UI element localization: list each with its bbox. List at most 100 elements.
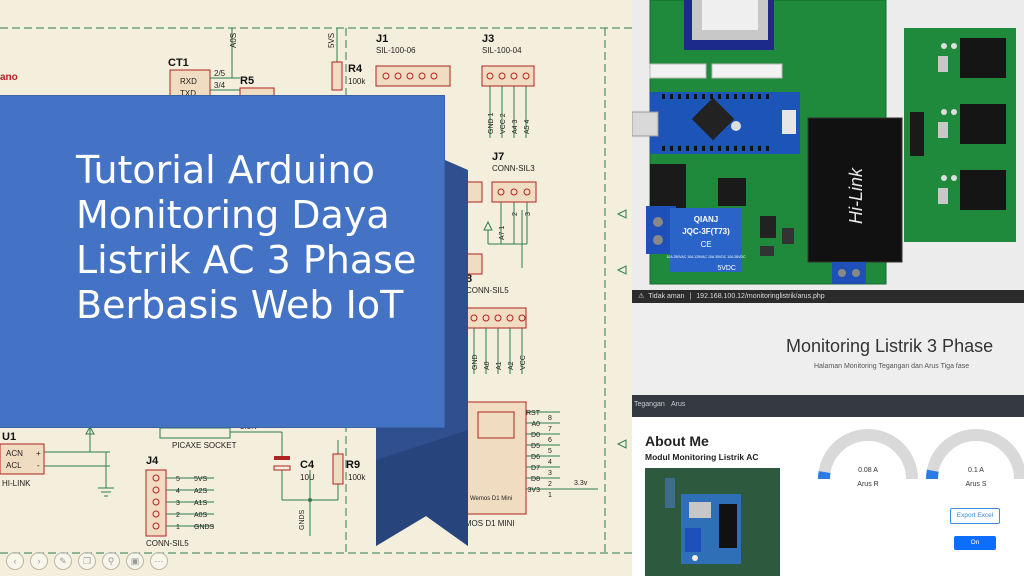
pcb-hilink-text: Hi-Link	[846, 167, 866, 224]
sch-wemos-num: 5	[548, 448, 552, 455]
sch-r5: R5	[240, 75, 254, 87]
sch-wemos-pin: 3V3	[528, 487, 541, 494]
sch-j8-pin: VCC	[520, 355, 527, 370]
forward-icon[interactable]: ›	[30, 552, 48, 570]
zoom-icon[interactable]: ⚲	[102, 552, 120, 570]
sch-j3-pin: GND 1	[488, 113, 495, 135]
address-separator: |	[689, 293, 692, 300]
pcb-relay-ce: CE	[700, 240, 711, 249]
module-photo	[645, 468, 780, 576]
sch-j8-pin: A0	[484, 361, 491, 370]
about-heading: About Me	[645, 433, 709, 449]
sch-c4: C4	[300, 459, 315, 471]
on-button[interactable]: On	[954, 536, 996, 550]
sch-j1: J1	[376, 33, 388, 45]
sch-j8: 8	[466, 273, 472, 285]
sch-j4-num: 5	[176, 476, 180, 483]
sch-wemos-pin: D5	[531, 443, 540, 450]
sch-j4: J4	[146, 455, 159, 467]
sch-j8-pin: GND	[472, 354, 479, 370]
sch-u1-minus: -	[37, 461, 40, 470]
back-icon[interactable]: ‹	[6, 552, 24, 570]
sch-j4-pin: A0S	[194, 512, 208, 519]
sch-wemos-pin: D7	[531, 465, 540, 472]
sch-j3: J3	[482, 33, 494, 45]
sch-wemos-pin: A0	[531, 421, 540, 428]
sch-wemos-pin: RST	[526, 410, 541, 417]
gauge-arus-s	[926, 429, 1024, 480]
sch-j4-name: CONN-SIL5	[146, 539, 189, 548]
page-title: Monitoring Listrik 3 Phase	[786, 336, 994, 356]
sch-j4-num: 3	[176, 500, 180, 507]
sch-wemos-pin: D0	[531, 432, 540, 439]
warning-icon: ⚠	[638, 293, 645, 300]
sch-r9-val: 100k	[348, 473, 366, 482]
sch-pins-25: 2/5	[214, 69, 226, 78]
gauge-arus-r-value: 0.08 A	[858, 467, 878, 474]
fit-icon[interactable]: ▣	[126, 552, 144, 570]
main-content: About Me Modul Monitoring Listrik AC 0.0…	[632, 417, 1024, 576]
sch-wemos-num: 6	[548, 437, 552, 444]
sch-j3-type: SIL-100-04	[482, 46, 522, 55]
nav-arus[interactable]: Arus	[671, 401, 686, 408]
pen-icon[interactable]: ✎	[54, 552, 72, 570]
sch-j8-pin: A2	[508, 361, 515, 370]
gauge-arus-r	[818, 429, 918, 480]
export-excel-button[interactable]: Export Excel	[950, 508, 1000, 524]
sch-wemos-chip: Wemos D1 Mini	[470, 496, 512, 502]
module-photo-drawing	[645, 468, 780, 576]
sch-j4-pin: GNDS	[194, 524, 215, 531]
sch-r4: R4	[348, 63, 363, 75]
sch-c4-val: 10U	[300, 473, 315, 482]
sch-wemos-pin: D6	[531, 454, 540, 461]
nav-tegangan[interactable]: Tegangan	[634, 401, 665, 408]
sch-r9: R9	[346, 459, 360, 471]
sch-j7-pin: 2	[512, 212, 519, 216]
sch-j4-num: 1	[176, 524, 180, 531]
address-bar[interactable]: ⚠ Tidak aman | 192.168.100.12/monitoring…	[632, 290, 1024, 303]
sch-j7-pin: 3	[525, 212, 532, 216]
security-label: Tidak aman	[648, 293, 685, 300]
sch-a0s: A0S	[229, 33, 238, 48]
sch-ref-tag: ano	[0, 72, 18, 83]
sch-u1-acn: ACN	[6, 449, 23, 458]
web-dashboard: ⚠ Tidak aman | 192.168.100.12/monitoring…	[632, 290, 1024, 576]
sch-rxd: RXD	[180, 77, 197, 86]
sch-wemos-num: 3	[548, 470, 552, 477]
pcb-render: Hi-Link QIANJ JQC-3F(T73) CE 10A 250VAC …	[632, 0, 1024, 290]
sch-wemos-name: WEMOS D1 MINI	[452, 519, 515, 528]
sch-j4-pin: A2S	[194, 488, 208, 495]
navbar: Tegangan Arus	[632, 395, 1024, 417]
sch-j3-pin: A5 4	[524, 119, 531, 134]
sch-j1-type: SIL-100-06	[376, 46, 416, 55]
sch-wemos-num: 4	[548, 459, 552, 466]
sch-j4-num: 4	[176, 488, 180, 495]
more-icon[interactable]: ⋯	[150, 552, 168, 570]
copy-icon[interactable]: ❐	[78, 552, 96, 570]
sch-wemos-num: 7	[548, 426, 552, 433]
pcb-relay-line1: QIANJ	[694, 215, 718, 224]
sch-5vs: 5VS	[327, 33, 336, 48]
sch-u1-name: HI-LINK	[2, 479, 31, 488]
sch-u1: U1	[2, 431, 16, 443]
sch-ct1: CT1	[168, 57, 189, 69]
sch-j3-pin: VCC 2	[500, 113, 507, 134]
sch-j8-pin: A1	[496, 361, 503, 370]
sch-j7-type: CONN-SIL3	[492, 164, 535, 173]
sch-u1-acl: ACL	[6, 461, 22, 470]
sch-picaxe: PICAXE SOCKET	[172, 441, 237, 450]
sch-pins-34: 3/4	[214, 81, 226, 90]
sch-wemos-num: 2	[548, 481, 552, 488]
gauge-arus-r-label: Arus R	[857, 481, 879, 488]
sch-j7: J7	[492, 151, 504, 163]
pcb-drawing: Hi-Link QIANJ JQC-3F(T73) CE 10A 250VAC …	[632, 0, 1016, 285]
sch-j4-num: 2	[176, 512, 180, 519]
gauge-arus-s-value: 0.1 A	[968, 467, 984, 474]
sch-j8-type: CONN-SIL5	[466, 286, 509, 295]
title-banner: Tutorial Arduino Monitoring Daya Listrik…	[0, 96, 444, 427]
schematic-drawing: ano CT1 R5 R4 100k A0S 5VS RXD TXD 2/5 3…	[0, 27, 632, 554]
sch-j4-pin: 5VS	[194, 476, 208, 483]
sch-j7-pin: A7 1	[499, 225, 506, 240]
sch-j3-pin: A4 3	[512, 119, 519, 134]
sch-r4-val: 100k	[348, 77, 366, 86]
